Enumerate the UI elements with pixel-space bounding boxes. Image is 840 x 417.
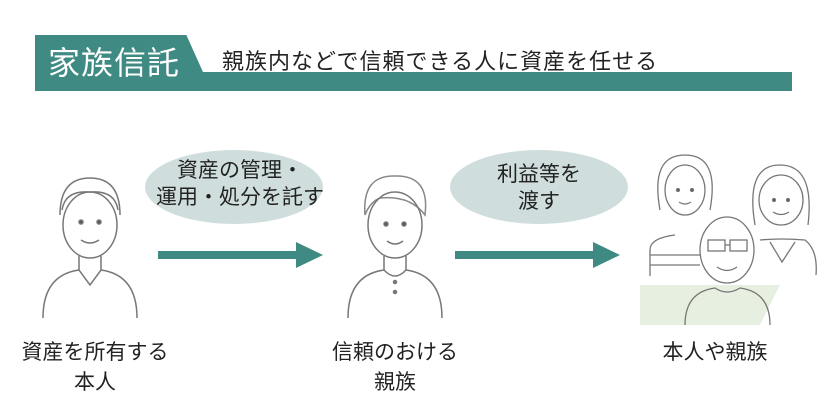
- beneficiary-label: 本人や親族: [620, 337, 810, 367]
- owner-label-line1: 資産を所有する: [21, 340, 169, 364]
- benefit-line1: 利益等を: [497, 162, 581, 186]
- owner-label: 資産を所有する 本人: [0, 337, 190, 397]
- family-illustration: [640, 154, 817, 326]
- arrow-right-icon: [158, 242, 323, 268]
- entrust-line2: 運用・処分を託す: [156, 185, 324, 209]
- benefit-line2: 渡す: [518, 189, 560, 213]
- trustee-illustration: [347, 175, 443, 319]
- page-subtitle: 親族内などで信頼できる人に資産を任せる: [222, 50, 659, 75]
- owner-illustration: [42, 177, 138, 319]
- benefit-bubble-text: 利益等を 渡す: [450, 161, 628, 215]
- arrow-right-icon: [455, 242, 620, 268]
- entrust-bubble: [145, 150, 323, 224]
- title-box: [35, 35, 207, 81]
- trustee-label: 信頼のおける 親族: [305, 337, 485, 397]
- header-band: [35, 72, 792, 91]
- page-title: 家族信託: [48, 44, 181, 82]
- beneficiary-label-line1: 本人や親族: [662, 340, 768, 364]
- trustee-label-line2: 親族: [374, 370, 416, 394]
- trustee-label-line1: 信頼のおける: [332, 340, 458, 364]
- owner-label-line2: 本人: [74, 370, 116, 394]
- benefit-bubble: [450, 150, 628, 224]
- entrust-bubble-text: 資産の管理・ 運用・処分を託す: [135, 157, 345, 211]
- entrust-line1: 資産の管理・: [177, 158, 303, 182]
